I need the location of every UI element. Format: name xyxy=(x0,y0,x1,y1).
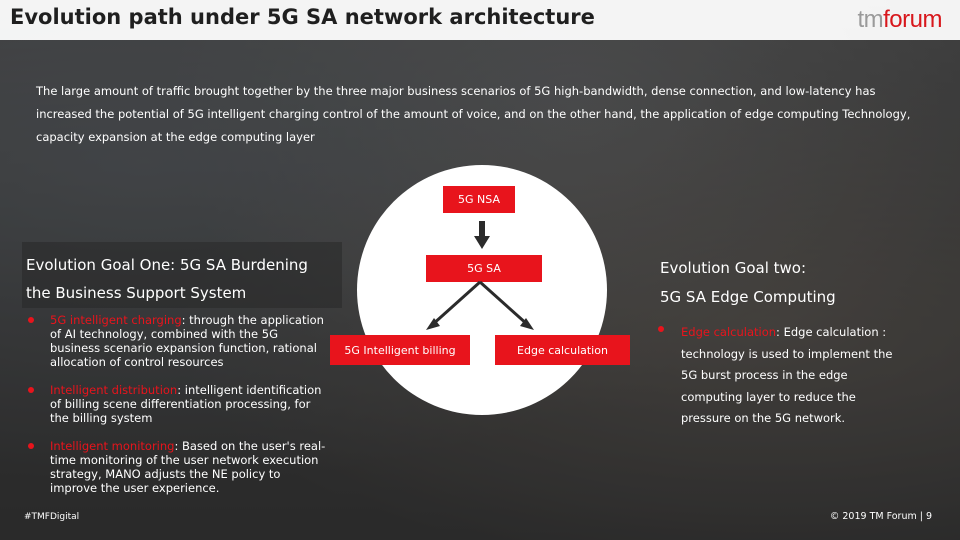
list-item: Intelligent distribution: intelligent id… xyxy=(26,383,326,425)
list-item: 5G intelligent charging: through the app… xyxy=(26,313,326,369)
bullet-keyword: 5G intelligent charging xyxy=(50,313,182,327)
list-item: Intelligent monitoring: Based on the use… xyxy=(26,439,326,495)
intro-paragraph: The large amount of traffic brought toge… xyxy=(36,84,911,144)
bullet-keyword: Edge calculation xyxy=(681,325,777,339)
tmforum-logo: tmforum xyxy=(857,6,942,34)
bullet-text: : through the application of AI technolo… xyxy=(50,313,324,369)
logo-tm: tm xyxy=(857,6,884,33)
goal-one-heading-line2: the Business Support System xyxy=(26,284,247,302)
goal-one-heading-panel xyxy=(22,242,342,308)
list-item: Edge calculation: Edge calculation : tec… xyxy=(656,322,896,430)
goal-one-bullet-list: 5G intelligent charging: through the app… xyxy=(26,313,326,509)
footer-copyright: © 2019 TM Forum | 9 xyxy=(829,511,932,522)
box-5g-sa: 5G SA xyxy=(426,255,542,282)
goal-two-heading-line2: 5G SA Edge Computing xyxy=(660,288,836,306)
bullet-text: : Based on the user's real-time monitori… xyxy=(50,439,326,495)
down-arrow-icon xyxy=(474,221,490,249)
bullet-text: : Edge calculation : technology is used … xyxy=(681,325,893,425)
goal-two-bullet-list: Edge calculation: Edge calculation : tec… xyxy=(656,322,896,430)
bullet-keyword: Intelligent distribution xyxy=(50,383,178,397)
page-title: Evolution path under 5G SA network archi… xyxy=(10,5,595,29)
footer-hashtag: #TMFDigital xyxy=(24,512,80,522)
goal-two-heading-line1: Evolution Goal two: xyxy=(660,259,807,277)
logo-forum: forum xyxy=(883,6,942,33)
box-5g-intelligent-billing: 5G Intelligent billing xyxy=(330,335,470,365)
branch-arrows-icon xyxy=(426,280,534,330)
box-edge-calculation: Edge calculation xyxy=(495,335,630,365)
title-bar: Evolution path under 5G SA network archi… xyxy=(0,0,960,40)
box-5g-nsa: 5G NSA xyxy=(443,186,515,213)
goal-one-heading-line1: Evolution Goal One: 5G SA Burdening xyxy=(26,256,308,274)
bullet-text: : intelligent identification of billing … xyxy=(50,383,322,425)
bullet-keyword: Intelligent monitoring xyxy=(50,439,175,453)
